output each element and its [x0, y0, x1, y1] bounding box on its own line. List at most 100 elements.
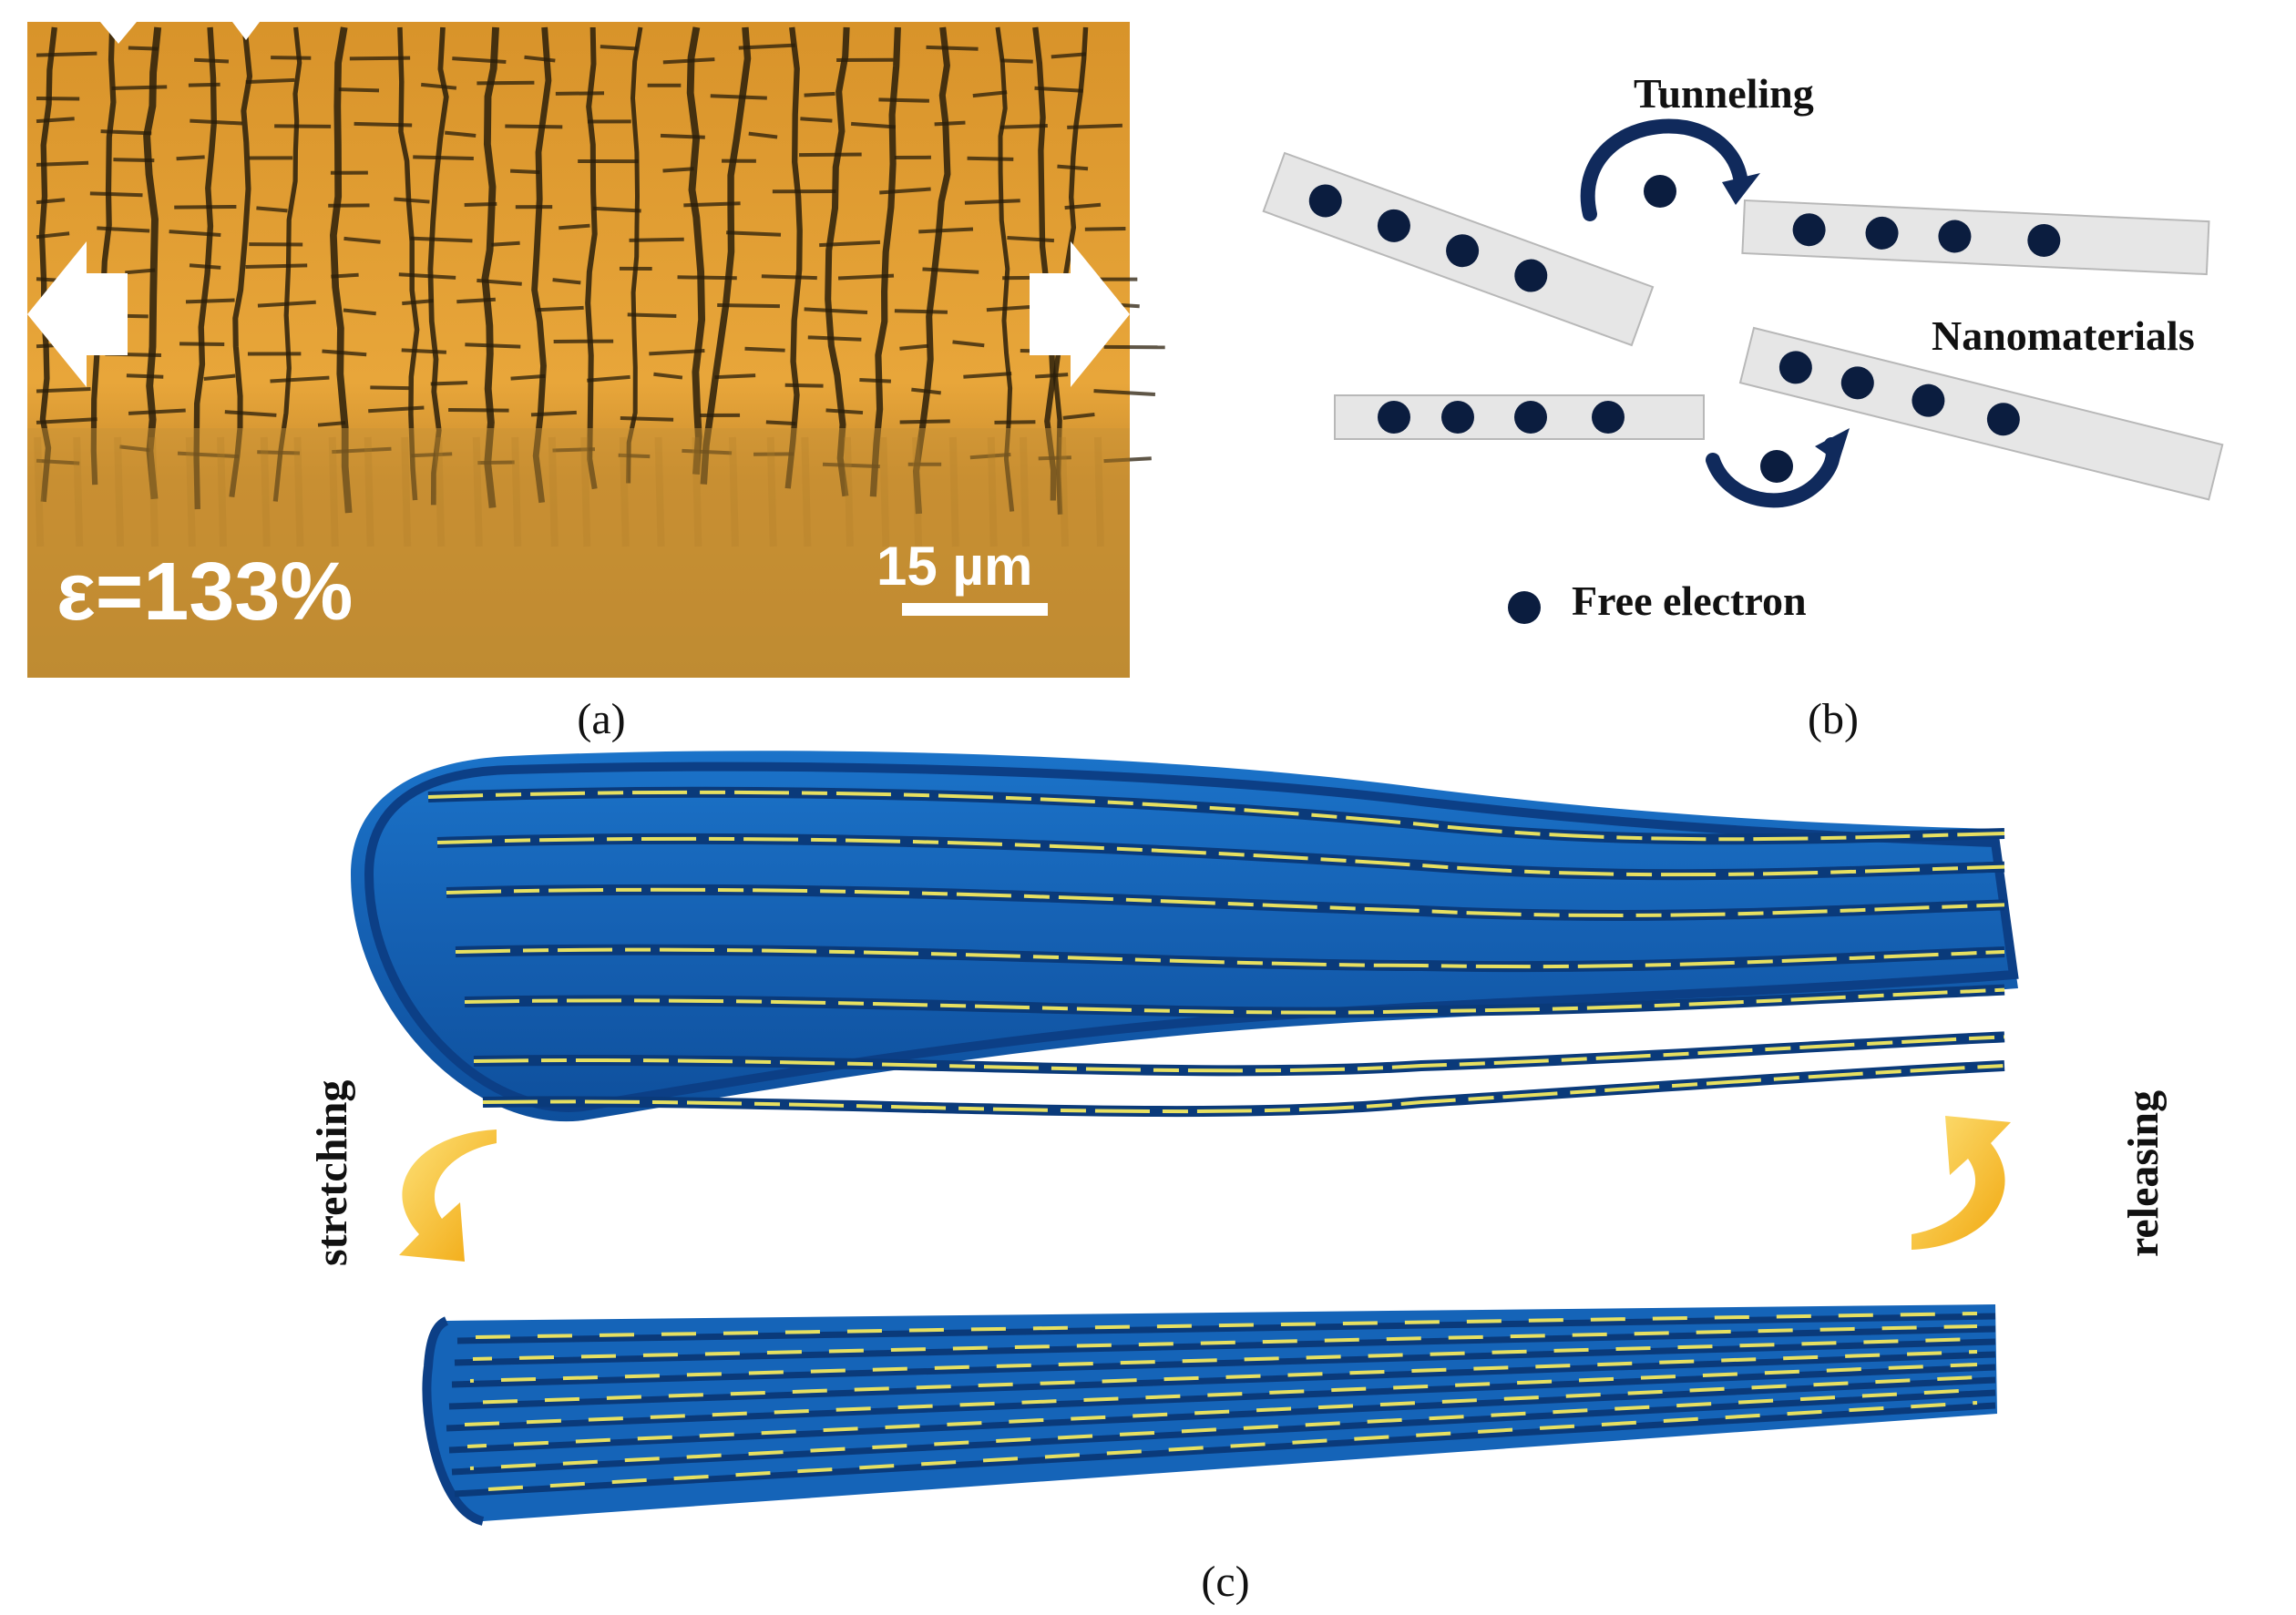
crack: [686, 26, 706, 475]
nanowire-strand: [466, 1350, 1978, 1405]
crack-blur: [435, 436, 446, 547]
crack: [799, 152, 862, 158]
crack: [245, 77, 295, 85]
crack: [411, 452, 453, 458]
crack: [421, 82, 457, 90]
crack: [169, 230, 221, 237]
stretch-arrow-top-fragment-icon: [100, 22, 137, 44]
crack: [36, 231, 70, 240]
crack: [445, 130, 477, 138]
fiber-layer: [451, 1338, 1996, 1388]
releasing-arrow-icon: [1912, 1116, 2011, 1250]
crack: [627, 312, 677, 318]
crack-blur: [34, 436, 45, 547]
crack: [111, 85, 168, 91]
crack-blur: [879, 436, 890, 547]
crack: [477, 460, 515, 465]
crack: [825, 26, 850, 497]
crack: [618, 453, 651, 459]
crack: [1067, 123, 1122, 129]
nanowire-strand: [472, 1324, 1978, 1361]
crack: [710, 94, 767, 100]
crack: [926, 45, 979, 51]
crack: [922, 267, 979, 274]
crack: [653, 372, 683, 380]
crack: [822, 462, 880, 469]
free-electron-legend-icon: [1508, 591, 1541, 624]
crack: [331, 272, 359, 279]
nanowire-strand: [464, 987, 2005, 1015]
crack: [193, 26, 218, 510]
fiber-layer: [446, 1364, 1996, 1432]
nanomaterial-rod: [1738, 326, 2224, 501]
crack: [509, 169, 540, 175]
crack: [1062, 412, 1095, 420]
crack: [128, 46, 159, 51]
crack: [368, 405, 425, 414]
crack: [804, 91, 835, 97]
fiber-layer: [448, 1351, 1996, 1410]
nanowire-strand: [482, 1064, 2005, 1114]
crack: [257, 450, 301, 455]
fiber-relaxed-layers: [427, 786, 2005, 1118]
crack-blur: [472, 436, 483, 547]
fiber-layer: [451, 1389, 1996, 1476]
crack: [878, 97, 929, 103]
crack-blur: [260, 436, 271, 547]
crack: [911, 387, 941, 395]
crack: [176, 155, 205, 161]
fiber-stretched-layers: [446, 1312, 1996, 1497]
crack: [256, 206, 288, 213]
crack: [859, 377, 891, 383]
crack: [113, 158, 155, 163]
crack: [714, 373, 756, 380]
crack: [660, 133, 705, 139]
crack: [592, 206, 641, 213]
crack: [188, 82, 220, 87]
crack-blur: [114, 436, 125, 547]
crack: [677, 275, 737, 281]
crack: [1034, 86, 1083, 93]
crack-blur: [580, 436, 591, 547]
crack-blur: [619, 436, 630, 547]
crack: [784, 383, 824, 388]
crack: [491, 240, 520, 247]
crack: [869, 26, 901, 497]
nanowire-strand: [446, 887, 2005, 917]
crack-blur: [728, 436, 739, 547]
nanowire-strand: [436, 836, 2005, 877]
crack: [765, 420, 796, 426]
crack: [401, 348, 447, 354]
crack: [36, 458, 80, 465]
crack: [229, 26, 253, 498]
crack: [934, 120, 966, 127]
crack-blur: [1093, 436, 1104, 547]
nanowire-strand: [466, 1375, 1978, 1448]
crack: [1084, 227, 1126, 231]
crack-blur: [1058, 436, 1069, 547]
crack: [100, 129, 152, 136]
crack: [850, 121, 897, 129]
crack-blur: [801, 436, 812, 547]
micrograph-blur-band: [27, 428, 1130, 678]
nanomaterials-label: Nanomaterials: [1932, 312, 2195, 359]
crack: [837, 273, 895, 281]
crack: [552, 278, 581, 285]
crack: [585, 26, 598, 490]
crack: [537, 305, 584, 312]
crack: [398, 272, 456, 280]
crack: [744, 346, 785, 353]
nanowire-strand: [475, 1312, 1978, 1339]
crack: [649, 349, 705, 356]
crack: [587, 374, 630, 383]
stretch-arrow-left-icon: [27, 241, 128, 387]
crack: [1064, 202, 1102, 210]
crack: [481, 26, 499, 508]
panel-b-label: (b): [1808, 695, 1859, 743]
crack: [825, 408, 864, 415]
crack: [662, 167, 694, 173]
crack: [370, 385, 409, 391]
crack: [38, 26, 57, 503]
crack: [995, 26, 1015, 512]
crack: [354, 121, 413, 128]
